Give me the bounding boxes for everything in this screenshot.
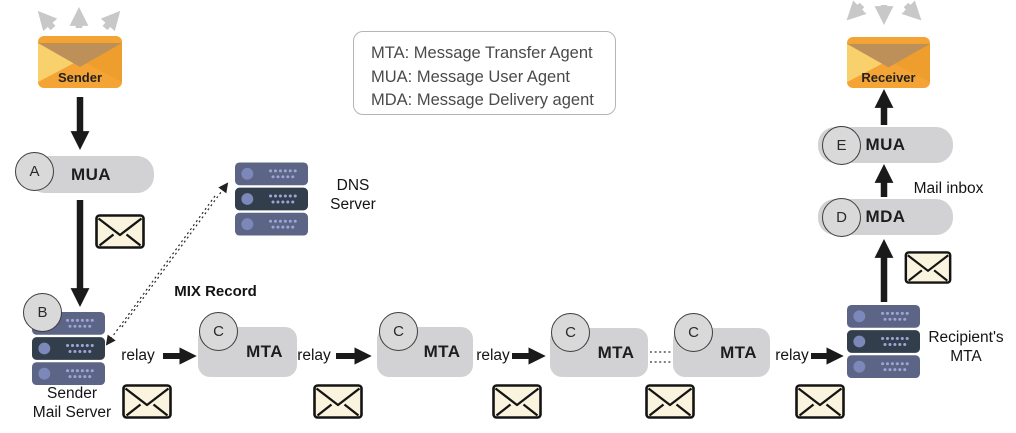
receiver-incoming-arrows xyxy=(846,0,922,25)
sender-envelope: Sender xyxy=(38,36,122,88)
message-envelope-6 xyxy=(795,384,845,419)
message-envelope-4 xyxy=(492,384,542,419)
legend-line-mta: MTA: Message Transfer Agent xyxy=(371,44,593,62)
arrow-dns-query xyxy=(121,182,229,328)
relay-label-2: relay xyxy=(297,347,331,364)
recipient-mta-label: Recipient's MTA xyxy=(928,329,1004,365)
message-envelope-3 xyxy=(313,384,363,419)
mail-envelope-icon xyxy=(795,384,845,419)
mta-chain-continuation-dots xyxy=(650,351,672,363)
mail-envelope-icon xyxy=(95,214,145,249)
sender-broadcast-arrows xyxy=(37,7,121,32)
mail-envelope-icon xyxy=(492,384,542,419)
recipient-mta-server-icon xyxy=(847,305,920,378)
legend-line-mda: MDA: Message Delivery agent xyxy=(371,91,594,109)
sender-label: Sender xyxy=(57,70,103,85)
badge-b: B xyxy=(23,293,62,332)
message-envelope-1 xyxy=(95,214,145,249)
relay-label-4: relay xyxy=(775,347,809,364)
server-stack-icon xyxy=(847,305,920,378)
badge-c-2: C xyxy=(379,312,418,351)
badge-c-4: C xyxy=(674,313,713,352)
badge-c-1: C xyxy=(199,312,238,351)
relay-label-1: relay xyxy=(121,347,155,364)
legend-line-mua: MUA: Message User Agent xyxy=(371,67,570,86)
dns-server-icon xyxy=(235,162,308,236)
mua-a-label: MUA xyxy=(71,164,111,184)
message-envelope-2 xyxy=(122,384,172,419)
receiver-label: Receiver xyxy=(861,70,916,85)
badge-d: D xyxy=(822,198,861,237)
relay-label-3: relay xyxy=(476,347,510,364)
sender-mail-server-label: Sender Mail Server xyxy=(32,385,112,421)
mail-envelope-icon xyxy=(645,384,695,419)
badge-c-3: C xyxy=(551,313,590,352)
dns-server-label: DNS Server xyxy=(330,177,376,213)
message-envelope-7 xyxy=(903,251,953,284)
message-envelope-5 xyxy=(645,384,695,419)
badge-e: E xyxy=(822,126,861,165)
server-stack-icon xyxy=(235,162,308,236)
mail-inbox-label: Mail inbox xyxy=(913,180,984,197)
mail-envelope-icon xyxy=(904,251,952,284)
receiver-envelope: Receiver xyxy=(847,37,930,88)
mix-record-label: MIX Record xyxy=(174,283,257,300)
orange-envelope-icon xyxy=(847,37,930,88)
badge-a: A xyxy=(15,152,54,191)
legend-box: MTA: Message Transfer Agent MUA: Message… xyxy=(353,31,616,115)
mail-envelope-icon xyxy=(122,384,172,419)
orange-envelope-icon xyxy=(38,36,122,88)
mail-envelope-icon xyxy=(313,384,363,419)
